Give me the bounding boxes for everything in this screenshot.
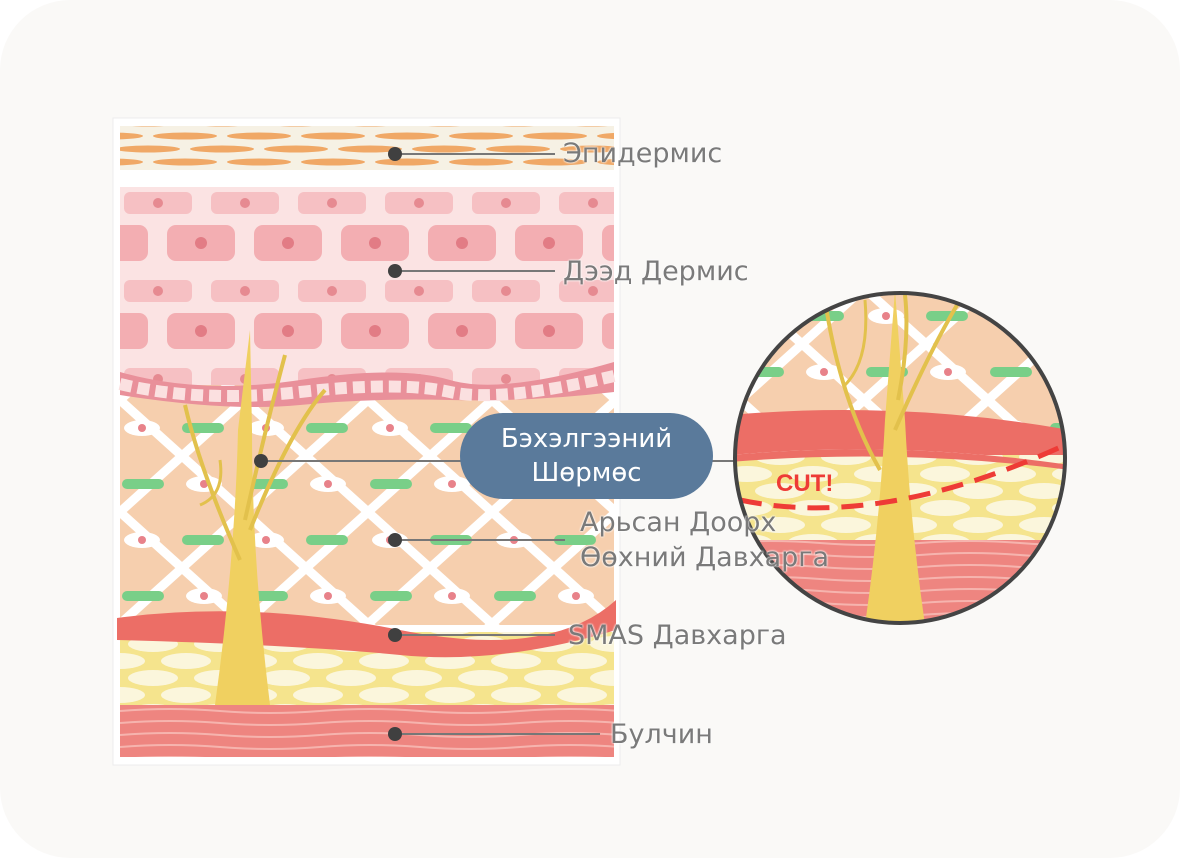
label-smas: SMAS Давхарга — [568, 620, 787, 651]
cut-label: CUT! — [776, 470, 833, 497]
label-subcutaneous: Арьсан Доорх Өөхний Давхарга — [580, 505, 829, 575]
subcutaneous-dot — [388, 533, 402, 547]
ligament-dot — [254, 454, 268, 468]
upper-dermis-dot — [388, 264, 402, 278]
smas-dot — [388, 628, 402, 642]
upper-dermis-layer — [120, 187, 614, 387]
label-subcutaneous-line2: Өөхний Давхарга — [580, 542, 830, 573]
epidermis-layer — [120, 126, 614, 170]
epidermis-dot — [388, 147, 402, 161]
leader-lines — [261, 153, 737, 735]
cut-line — [739, 442, 1064, 511]
retaining-ligament — [183, 330, 327, 705]
label-subcutaneous-line1: Арьсан Доорх — [580, 507, 777, 538]
label-upper-dermis: Дээд Дермис — [563, 256, 749, 287]
muscle-dot — [388, 727, 402, 741]
label-muscle: Булчин — [610, 719, 713, 750]
muscle-layer — [120, 705, 614, 757]
zoom-circle-border — [733, 291, 1067, 625]
label-epidermis: Эпидермис — [563, 138, 723, 169]
label-ligament-line1: Бэхэлгээний — [500, 424, 673, 454]
label-ligament-line2: Шөрмөс — [531, 458, 642, 488]
label-retaining-ligament: Бэхэлгээний Шөрмөс — [460, 413, 713, 499]
